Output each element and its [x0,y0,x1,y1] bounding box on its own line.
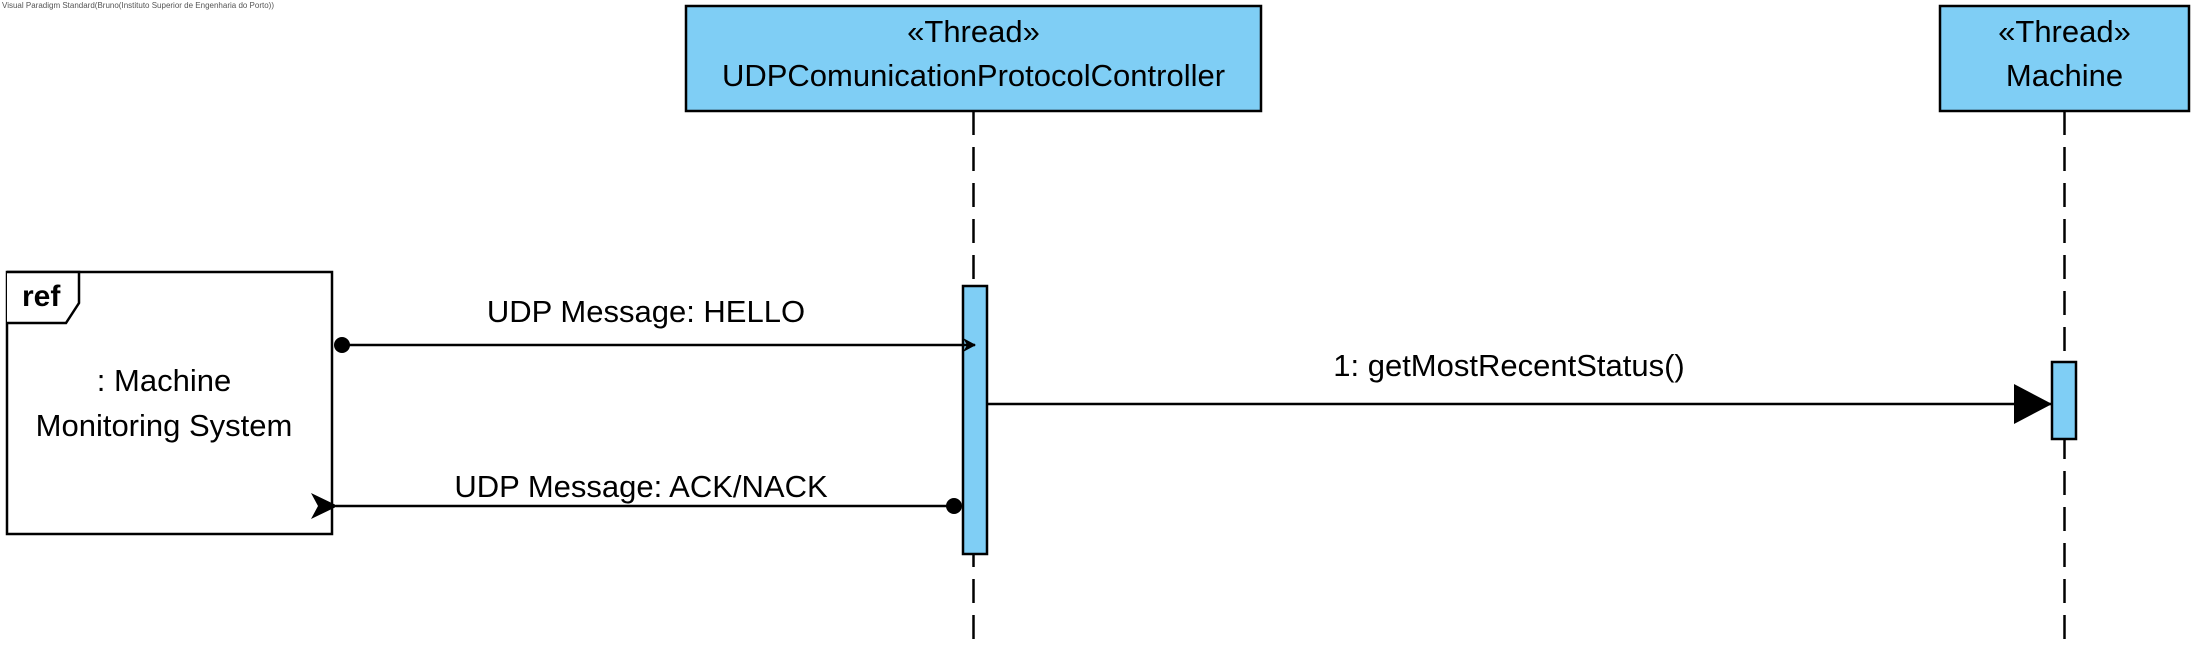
message-hello-label: UDP Message: HELLO [487,294,805,329]
activation-bar-machine[interactable] [2050,360,2078,441]
message-hello[interactable]: UDP Message: HELLO [334,294,976,353]
lifeline-machine-name: Machine [2006,58,2123,93]
lifeline-controller-name: UDPComunicationProtocolController [722,58,1225,93]
ref-frame-line1: : Machine [97,363,231,398]
ref-frame-tag-pentagon [7,270,81,325]
activation-bar-controller[interactable] [961,284,989,556]
message-get-most-recent-status[interactable]: 1: getMostRecentStatus() [987,348,2052,424]
message-ack-nack[interactable]: UDP Message: ACK/NACK [311,469,962,519]
lifeline-controller[interactable]: «Thread» UDPComunicationProtocolControll… [684,4,1263,645]
ref-frame-line2: Monitoring System [36,408,293,443]
lifeline-machine[interactable]: «Thread» Machine [1938,4,2191,645]
message-ack-nack-label: UDP Message: ACK/NACK [454,469,828,504]
message-get-most-recent-status-label: 1: getMostRecentStatus() [1333,348,1685,383]
ref-frame[interactable]: ref : Machine Monitoring System [5,270,334,536]
lifeline-machine-stereotype: «Thread» [1998,14,2131,49]
ref-frame-tag: ref [22,280,61,313]
watermark-text: Visual Paradigm Standard(Bruno(Instituto… [2,1,275,10]
lifeline-controller-stereotype: «Thread» [907,14,1040,49]
